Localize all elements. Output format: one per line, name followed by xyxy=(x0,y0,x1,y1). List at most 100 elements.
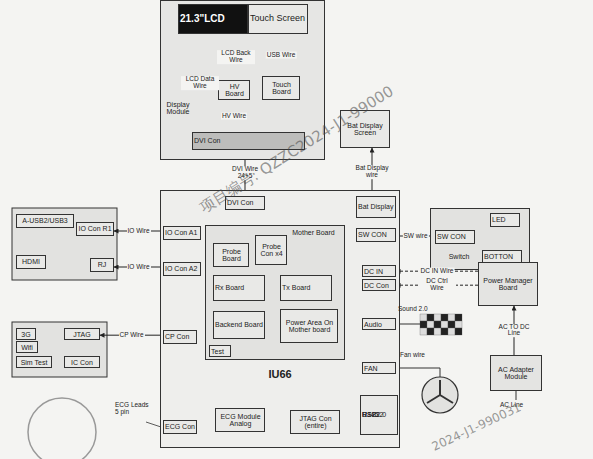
wire-label: LCD Data Wire xyxy=(181,76,219,90)
wire-label: AC TO DC Line xyxy=(495,324,533,338)
component-box: ECG Con xyxy=(163,420,197,434)
wire-label: CP Wire xyxy=(118,332,144,339)
wire-label: Sound 2.0 xyxy=(398,306,428,313)
group-box: Mother BoardProbe Board Probe Con x4 Rx Bo… xyxy=(205,225,345,360)
box-label: DVI Con xyxy=(194,137,220,144)
speaker-icon xyxy=(420,314,462,335)
component-box: Wifi xyxy=(16,341,38,353)
box-label: ECG Module Analog xyxy=(217,413,264,428)
box-label: A-USB2/USB3 xyxy=(18,217,72,224)
component-box: Touch Board xyxy=(262,76,300,100)
box-label: FAN xyxy=(364,365,378,372)
wire-label: ECG Leads 5 pin xyxy=(115,402,149,416)
wire-label: IO Wire xyxy=(126,228,150,235)
box-label: IO Con A1 xyxy=(165,229,197,236)
box-label: Touch Board xyxy=(264,81,299,96)
box-label: Probe Con x4 xyxy=(257,243,286,258)
box-label: HV Board xyxy=(220,83,249,98)
component-box: A-USB2/USB3 xyxy=(16,214,74,228)
component-box: JTAG Con (entire) xyxy=(290,410,340,434)
wire-label: DC IN Wire xyxy=(420,268,455,275)
wire-label: Fan wire xyxy=(400,352,425,359)
box-label: Bat Display xyxy=(358,203,393,210)
box-label: Tx Board xyxy=(282,284,310,291)
box-label: Mother Board xyxy=(286,229,341,236)
box-label: JTAG Con (entire) xyxy=(292,415,339,430)
box-label: IO Con A2 xyxy=(165,265,197,272)
component-box: IO Con A1 xyxy=(163,226,201,240)
box-label: SW CON xyxy=(358,231,387,238)
wire-label: Bat Display wire xyxy=(353,165,391,179)
box-label: Wifi xyxy=(18,344,36,351)
component-box: Backend Board xyxy=(213,311,265,339)
box-label: Power Manager Board xyxy=(480,277,536,292)
box-label: HDMI xyxy=(18,258,44,265)
component-box: LED xyxy=(490,213,520,227)
component-box: Power Area On Mother board xyxy=(280,309,338,343)
box-label: Switch xyxy=(439,253,479,260)
component-box: IO Con A2 xyxy=(163,262,201,276)
component-box: 3G xyxy=(16,328,36,340)
component-box: IC Con xyxy=(64,356,100,368)
box-label: SW CON xyxy=(437,233,466,240)
box-label: DC IN xyxy=(364,268,383,275)
box-label: IC Con xyxy=(66,359,98,366)
component-box: Touch Screen xyxy=(248,4,308,34)
component-box: FAN xyxy=(362,362,396,374)
component-box: Tx Board xyxy=(280,275,332,301)
component-box: RJ xyxy=(90,258,114,272)
box-label: Rx Board xyxy=(215,284,244,291)
component-box: USB2.0RS232RJ45 xyxy=(360,395,398,435)
box-label: Probe Board xyxy=(215,248,248,263)
wire-label: HV Wire xyxy=(221,112,247,119)
box-label: Touch Screen xyxy=(250,14,305,23)
wire-label: USB Wire xyxy=(266,52,297,59)
component-box: Probe Board xyxy=(213,243,249,267)
component-box: Rx Board xyxy=(213,275,265,301)
box-label: 3G xyxy=(18,331,34,338)
ac-line xyxy=(516,391,517,400)
group-box: IU66DVI ConBat DisplaySW CONDC INDC ConA… xyxy=(160,190,400,448)
box-label: RJ xyxy=(92,261,112,268)
component-box: Power Manager Board xyxy=(478,262,538,306)
component-box: HV Board xyxy=(218,80,250,100)
wire-label: LCD Back Wire xyxy=(217,50,255,64)
fan-icon xyxy=(422,377,458,413)
box-label: RJ45 xyxy=(362,411,378,418)
box-label: Backend Board xyxy=(215,321,263,328)
component-box: JTAG xyxy=(64,328,100,340)
box-label: Test xyxy=(211,348,224,355)
box-label: ECG Con xyxy=(165,423,195,430)
component-box: Audio xyxy=(362,318,396,330)
box-label: BOTTON xyxy=(484,253,513,260)
comm-panel xyxy=(12,322,107,377)
box-label: Display Module xyxy=(164,101,192,116)
wire-label: IO Wire xyxy=(126,264,150,271)
box-label: AC Adapter Module xyxy=(492,366,540,381)
component-box: HDMI xyxy=(16,255,46,269)
component-box: DC IN xyxy=(362,265,396,277)
component-box: SW CON xyxy=(356,228,396,242)
component-box: IO Con R1 xyxy=(76,222,114,236)
box-label: DC Con xyxy=(364,282,389,289)
component-box: ECG Module Analog xyxy=(215,408,265,432)
component-box: SW CON xyxy=(435,230,475,244)
component-box: AC Adapter Module xyxy=(490,355,542,391)
box-label: LED xyxy=(492,216,506,223)
wire-label: SW wire xyxy=(402,233,428,240)
group-box: Switch SW CON LED BOTTON xyxy=(430,208,530,270)
component-box: DC Con xyxy=(362,279,396,291)
stamp xyxy=(28,398,96,459)
fan-wire xyxy=(396,368,440,377)
box-label: JTAG xyxy=(66,331,98,338)
box-label: IO Con R1 xyxy=(78,225,112,232)
component-box: 21.3"LCD xyxy=(178,4,248,34)
box-label: 21.3"LCD xyxy=(180,14,225,25)
component-box: Probe Con x4 xyxy=(255,235,287,265)
component-box: CP Con xyxy=(163,330,197,344)
box-label: Power Area On Mother board xyxy=(282,319,337,334)
io-panel xyxy=(12,208,117,280)
component-box: Bat Display xyxy=(356,196,396,218)
box-label: Sim Test xyxy=(18,359,50,366)
